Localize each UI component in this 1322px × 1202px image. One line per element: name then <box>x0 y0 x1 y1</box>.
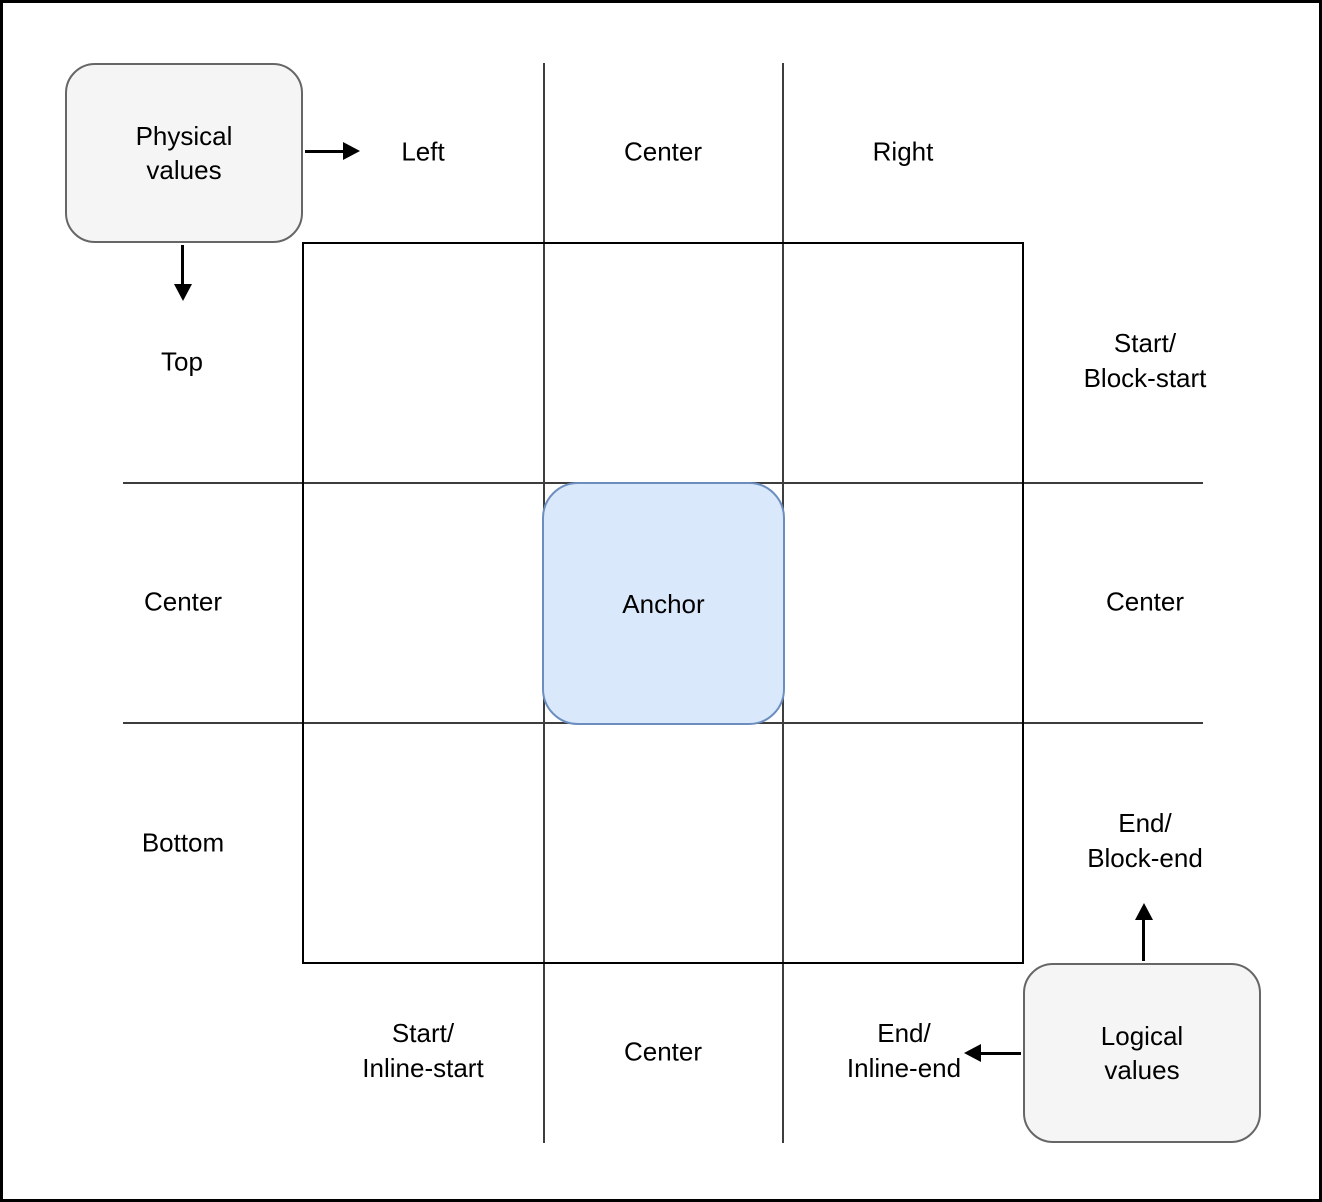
arrow-head-left-icon <box>964 1044 981 1062</box>
label-start-block-start: Start/ Block-start <box>1083 328 1207 393</box>
logical-values-label: Logical values <box>1100 1021 1184 1085</box>
label-end-block-end: End/ Block-end <box>1087 808 1203 873</box>
label-center-right: Center <box>1105 586 1185 617</box>
label-center-top: Center <box>623 136 703 167</box>
anchor-label: Anchor <box>622 588 705 619</box>
arrow-shaft <box>1142 920 1145 961</box>
label-start-inline-start: Start/ Inline-start <box>362 1018 484 1083</box>
arrow-head-down-icon <box>174 284 192 301</box>
physical-values-box: Physical values <box>65 63 303 243</box>
label-right: Right <box>872 136 934 167</box>
arrow-head-up-icon <box>1135 903 1153 920</box>
physical-values-label: Physical values <box>135 121 233 185</box>
logical-values-box: Logical values <box>1023 963 1261 1143</box>
label-left: Left <box>401 136 445 167</box>
grid-outline-box <box>302 242 1024 964</box>
arrow-shaft <box>181 245 184 285</box>
label-bottom: Bottom <box>141 827 225 858</box>
label-end-inline-end: End/ Inline-end <box>846 1018 962 1083</box>
arrow-shaft <box>305 150 344 153</box>
label-center-bottom: Center <box>623 1036 703 1067</box>
arrow-shaft <box>981 1052 1021 1055</box>
label-center-left: Center <box>143 586 223 617</box>
arrow-head-right-icon <box>343 142 360 160</box>
label-top: Top <box>161 346 203 377</box>
anchor-box: Anchor <box>542 482 785 725</box>
